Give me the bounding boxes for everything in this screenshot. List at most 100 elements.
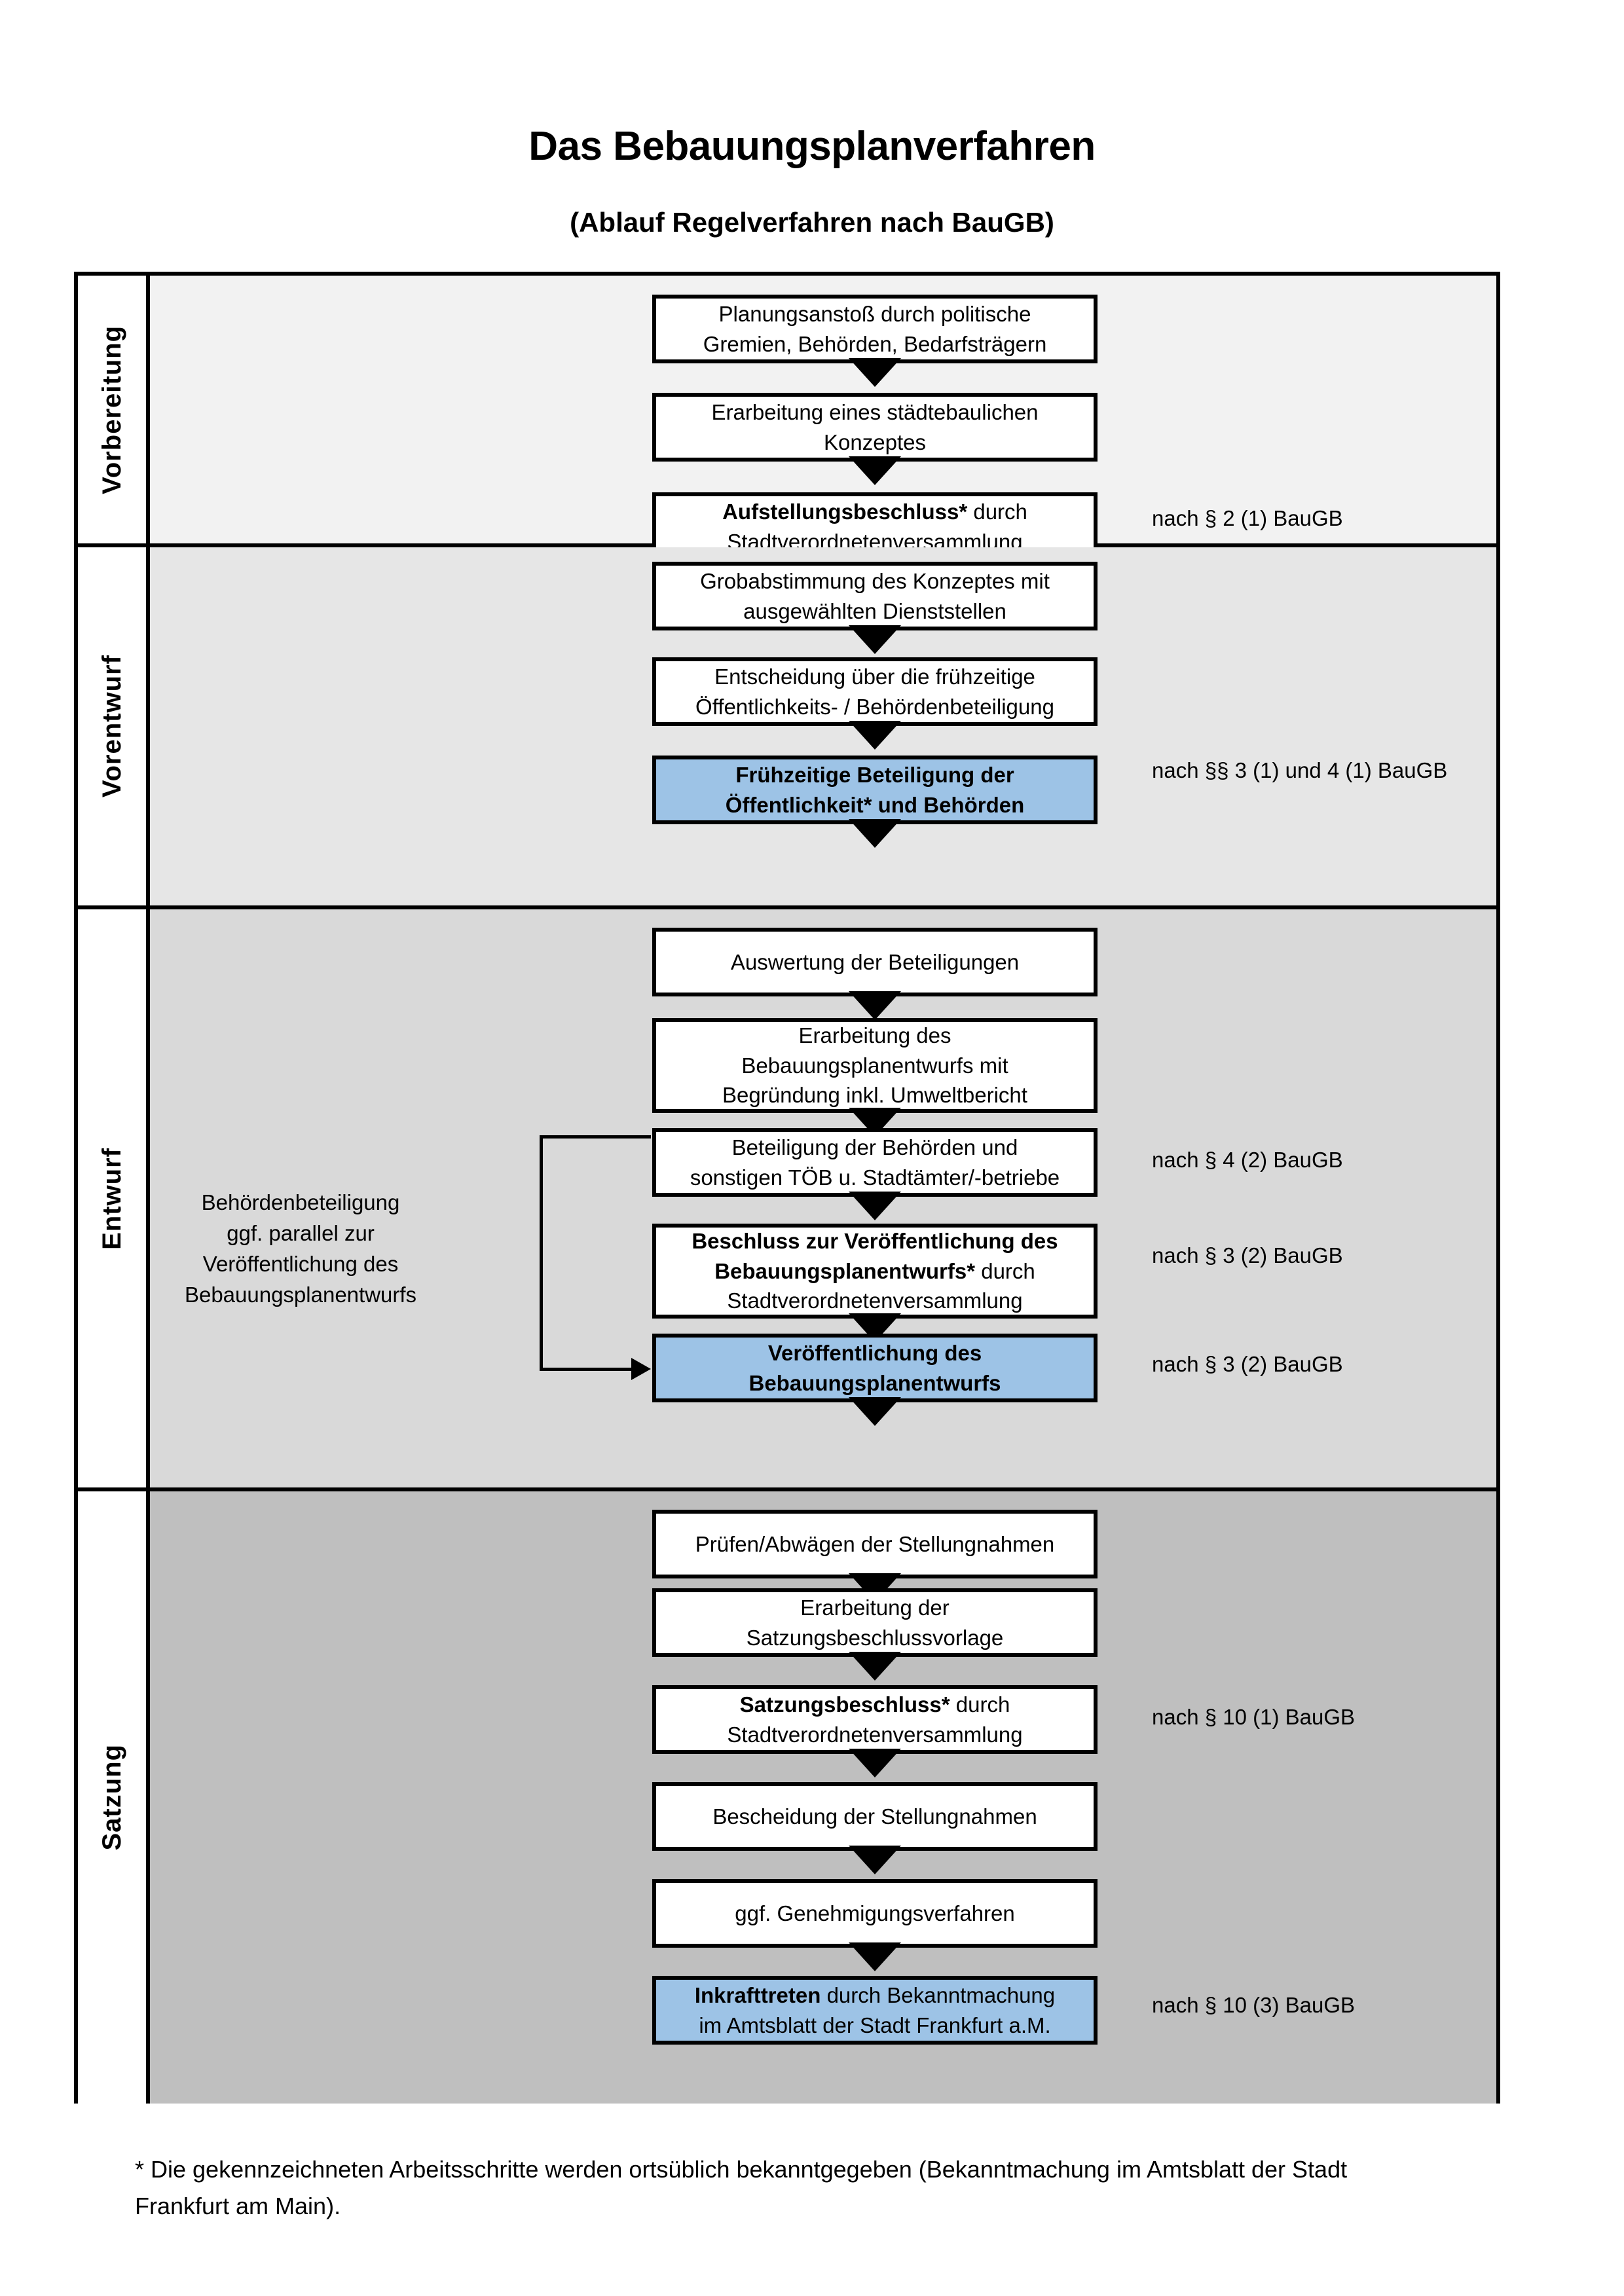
phase-label-vorbereitung: Vorbereitung [78, 276, 150, 543]
process-step-box: Bescheidung der Stellungnahmen [652, 1782, 1098, 1851]
footnote-line-2: Frankfurt am Main). [135, 2192, 341, 2219]
process-step-line: Grobabstimmung des Konzeptes mit [700, 568, 1050, 593]
process-step-line: Frühzeitige Beteiligung der [726, 760, 1025, 790]
process-step-line: Aufstellungsbeschluss* durch [722, 499, 1027, 524]
process-step-line: im Amtsblatt der Stadt Frankfurt a.M. [699, 2013, 1051, 2037]
legal-reference: nach § 2 (1) BauGB [1152, 506, 1343, 530]
process-step-line: sonstigen TÖB u. Stadtämter/-betriebe [690, 1165, 1060, 1190]
process-step-bold-text: Öffentlichkeit* und Behörden [725, 792, 1025, 817]
footnote-line-1: * Die gekennzeichneten Arbeitsschritte w… [135, 2156, 1348, 2183]
process-step-line: Satzungsbeschluss* durch [739, 1692, 1010, 1717]
process-step-bold-text: Satzungsbeschluss* [739, 1692, 950, 1717]
flow-arrow-down-icon [849, 1846, 901, 1874]
footnote: * Die gekennzeichneten Arbeitsschritte w… [135, 2151, 1523, 2225]
process-step-line: Begründung inkl. Umweltbericht [722, 1083, 1027, 1108]
legal-reference: nach § 4 (2) BauGB [1152, 1148, 1343, 1172]
phase-label-text: Vorentwurf [97, 655, 126, 798]
phase-label-text: Satzung [97, 1744, 126, 1851]
flow-arrow-down-icon [849, 1397, 901, 1426]
connector-arrowhead-icon [631, 1358, 651, 1380]
phase-label-satzung: Satzung [78, 1491, 150, 2104]
flow-arrow-down-icon [849, 625, 901, 654]
process-step-line: Auswertung der Beteiligungen [730, 949, 1020, 974]
flow-arrow-down-icon [849, 1942, 901, 1971]
legal-reference: nach § 3 (2) BauGB [1152, 1352, 1343, 1376]
process-step-bold-text: Bebauungsplanentwurfs* [714, 1258, 976, 1283]
process-step-box: Grobabstimmung des Konzeptes mit ausgewäh… [652, 562, 1098, 630]
flow-arrow-down-icon [849, 991, 901, 1020]
page-title: Das Bebauungsplanverfahren [528, 124, 1096, 169]
side-note-line: Bebauungsplanentwurfs [184, 1282, 417, 1307]
side-note-line: ggf. parallel zur [227, 1220, 375, 1245]
process-step-bold-text: Inkrafttreten [694, 1982, 821, 2007]
process-step-box: ggf. Genehmigungsverfahren [652, 1879, 1098, 1948]
phase-label-text: Vorbereitung [97, 325, 126, 494]
phase-label-vorentwurf: Vorentwurf [78, 547, 150, 905]
flow-arrow-down-icon [849, 1652, 901, 1681]
process-step-bold-text: Frühzeitige Beteiligung der [735, 762, 1014, 787]
process-step-line: ggf. Genehmigungsverfahren [735, 1901, 1015, 1925]
flow-arrow-down-icon [849, 456, 901, 485]
flow-arrow-down-icon [849, 358, 901, 387]
side-note-line: Veröffentlichung des [202, 1251, 399, 1276]
phase-section-vorentwurf: Vorentwurf Grobabstimmung des Konzeptes m… [78, 547, 1496, 909]
connector-top-segment [540, 1135, 651, 1139]
process-step-line: Bescheidung der Stellungnahmen [712, 1804, 1037, 1829]
process-step-line: Öffentlichkeits- / Behördenbeteiligung [695, 694, 1054, 719]
legal-reference: nach §§ 3 (1) und 4 (1) BauGB [1152, 758, 1448, 782]
legal-reference: nach § 10 (1) BauGB [1152, 1705, 1356, 1729]
process-step-line: Bebauungsplanentwurfs* durch [714, 1258, 1035, 1283]
process-step-line: Beschluss zur Veröffentlichung des [692, 1226, 1058, 1256]
flow-arrow-down-icon [849, 721, 901, 750]
process-step-line: ausgewählten Dienststellen [743, 598, 1006, 623]
phase-body-vorentwurf: Grobabstimmung des Konzeptes mit ausgewäh… [150, 547, 1496, 905]
phase-section-entwurf: Entwurf Behördenbeteiligung ggf. parallel … [78, 909, 1496, 1491]
process-step-line: Satzungsbeschlussvorlage [746, 1625, 1004, 1650]
process-step-box: Inkrafttreten durch Bekanntmachung im Amt… [652, 1976, 1098, 2045]
process-step-line: Prüfen/Abwägen der Stellungnahmen [695, 1531, 1055, 1556]
process-step-bold-text: Beschluss zur Veröffentlichung des [692, 1229, 1058, 1254]
legal-reference: nach § 3 (2) BauGB [1152, 1243, 1343, 1267]
process-step-line: Erarbeitung des [798, 1023, 951, 1048]
process-step-line: Inkrafttreten durch Bekanntmachung [694, 1982, 1056, 2007]
connector-bottom-segment [540, 1368, 631, 1371]
process-step-line: Erarbeitung eines städtebaulichen [711, 399, 1039, 424]
phase-label-entwurf: Entwurf [78, 909, 150, 1487]
legal-reference: nach § 10 (3) BauGB [1152, 1993, 1356, 2017]
process-step-line: Bebauungsplanentwurfs mit [741, 1053, 1008, 1078]
process-step-line: Planungsanstoß durch politische [718, 301, 1031, 326]
flow-arrow-down-icon [849, 1749, 901, 1777]
side-note-line: Behördenbeteiligung [201, 1190, 400, 1214]
process-step-line: Öffentlichkeit* und Behörden [726, 790, 1025, 820]
process-step-line: Beteiligung der Behörden und [731, 1135, 1018, 1159]
process-step-line: Gremien, Behörden, Bedarfsträgern [703, 331, 1047, 356]
process-step-box: Beteiligung der Behörden und sonstigen TÖ… [652, 1128, 1098, 1197]
process-step-line: Entscheidung über die frühzeitige [714, 664, 1035, 689]
page-subtitle: (Ablauf Regelverfahren nach BauGB) [570, 207, 1054, 238]
process-step-line: Konzeptes [824, 429, 926, 454]
phase-label-text: Entwurf [97, 1147, 126, 1250]
process-step-bold-text: Bebauungsplanentwurfs [748, 1370, 1001, 1395]
flow-arrow-down-icon [849, 1192, 901, 1220]
connector-vertical-segment [540, 1135, 543, 1368]
process-step-line: Erarbeitung der [800, 1595, 950, 1620]
phase-section-satzung: Satzung Prüfen/Abwägen der Stellungnahmen… [78, 1491, 1496, 2104]
process-step-line: Bebauungsplanentwurfs [748, 1368, 1001, 1398]
process-step-bold-text: Veröffentlichung des [767, 1340, 982, 1365]
process-step-line: Veröffentlichung des [748, 1338, 1001, 1368]
process-step-line: Stadtverordnetenversammlung [727, 1722, 1023, 1747]
phase-section-vorbereitung: Vorbereitung Planungsanstoß durch politis… [78, 276, 1496, 585]
process-step-box: Prüfen/Abwägen der Stellungnahmen [652, 1510, 1098, 1578]
